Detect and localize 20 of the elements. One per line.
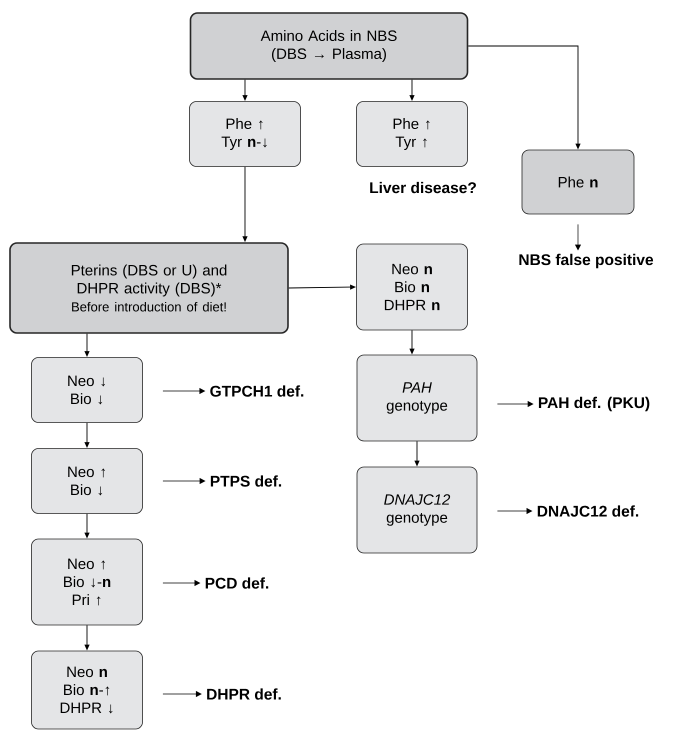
- process-box: Neo n Bio n-↑ DHPR ↓: [31, 650, 143, 730]
- process-box: Amino Acids in NBS (DBS → Plasma): [190, 12, 468, 80]
- process-box: Neo ↑ Bio ↓-n Pri ↑: [31, 538, 143, 626]
- process-box: Pterins (DBS or U) and DHPR activity (DBS)* Before introduction of diet!: [9, 242, 289, 334]
- result-text: DNAJC12 def.: [538, 505, 638, 517]
- result-text: NBS false positive: [519, 254, 654, 268]
- process-box: Neo n Bio n DHPR n: [356, 244, 468, 330]
- result-text: PAH def. (PKU): [538, 396, 650, 412]
- process-box: Phe ↑ Tyr n-↓: [189, 101, 301, 167]
- result-text: PCD def.: [206, 577, 268, 589]
- process-box: Neo ↑ Bio ↓: [31, 448, 143, 514]
- caption-text: Liver disease?: [370, 182, 476, 194]
- result-text: PTPS def.: [210, 475, 282, 487]
- process-box: Neo ↓ Bio ↓: [31, 357, 143, 423]
- process-box: DNAJC12 genotype: [356, 466, 478, 554]
- result-text: GTPCH1 def.: [210, 385, 304, 397]
- process-box: PAH genotype: [356, 354, 478, 442]
- process-box: Phe n: [522, 150, 634, 214]
- process-box: Phe ↑ Tyr ↑: [356, 101, 468, 167]
- result-text: DHPR def.: [207, 688, 281, 700]
